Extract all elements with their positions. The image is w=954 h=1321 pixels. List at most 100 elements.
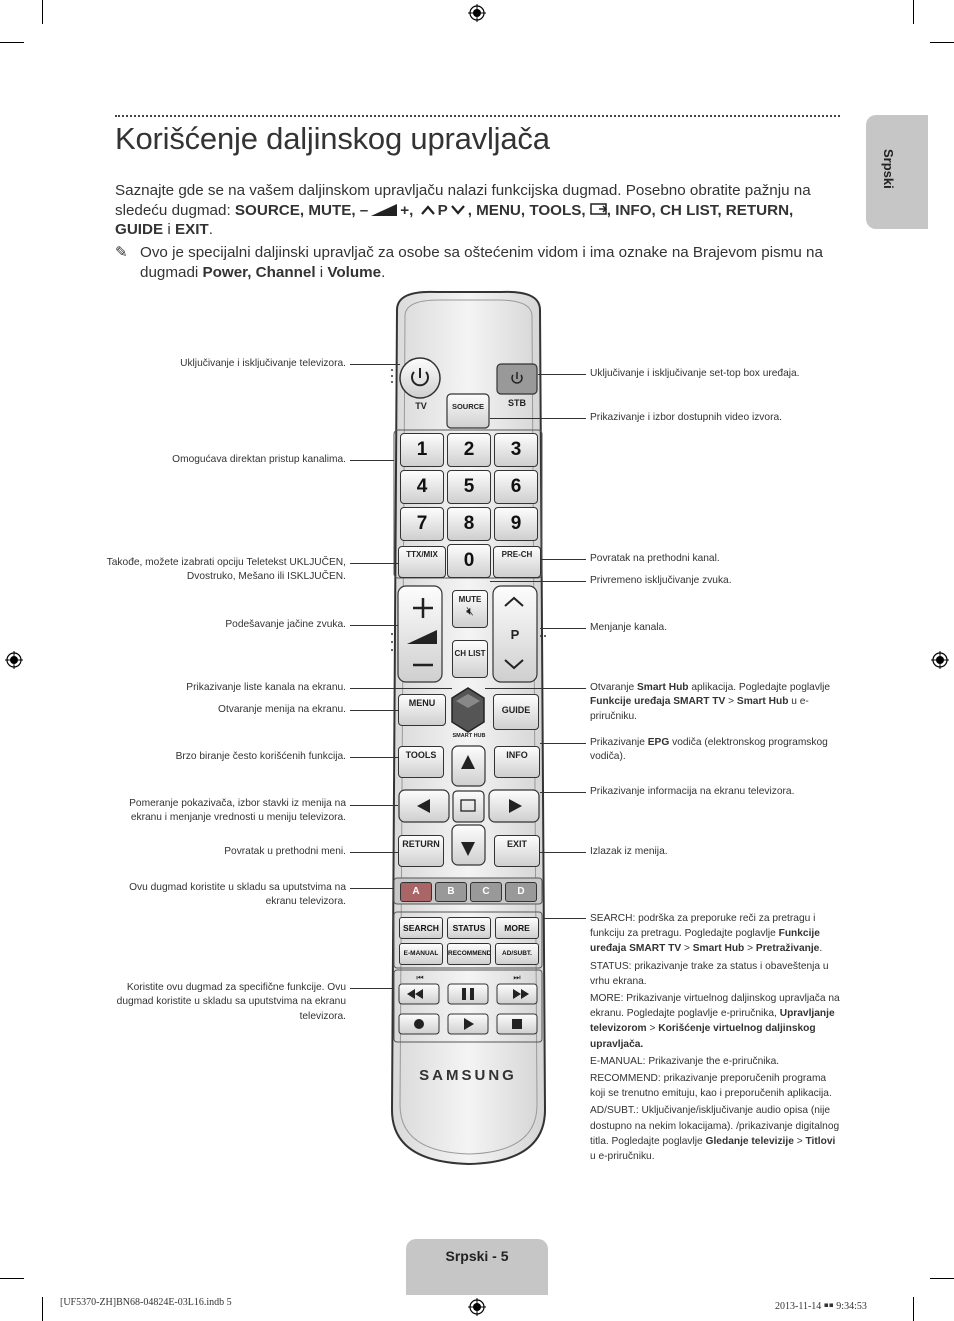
more-button: MORE (495, 917, 539, 939)
color-c-button: C (470, 882, 502, 902)
ch-list-button: CH LIST (452, 640, 488, 678)
tools-button: TOOLS (398, 746, 444, 778)
intro-buttons: , MENU, TOOLS, (467, 201, 590, 219)
note-text: . (381, 263, 386, 281)
crop-mark (0, 1278, 24, 1279)
channel-rocker (492, 585, 538, 683)
mute-button: MUTE🔇︎ (452, 590, 488, 628)
label-ch-list: Prikazivanje liste kanala na ekranu. (186, 682, 346, 693)
color-d-button: D (505, 882, 537, 902)
function-label: SEARCH (403, 923, 439, 933)
leader-line (350, 888, 394, 889)
tv-label: TV (415, 401, 427, 411)
function-label: MORE (504, 923, 530, 933)
leader-line (350, 852, 398, 853)
leader-line (540, 559, 586, 560)
color-b-button: B (435, 882, 467, 902)
digit-8-button: 8 (447, 507, 491, 541)
crop-mark (42, 1297, 43, 1321)
label-text: > (725, 696, 737, 708)
label-digits: Omogućava direktan pristup kanalima. (172, 454, 346, 465)
label-text: podrška za preporuke reči za pretragu i … (590, 913, 816, 940)
color-label: D (517, 886, 525, 897)
mute-icon: 🔇︎ (466, 604, 474, 618)
label-text: > (793, 1135, 806, 1147)
intro-buttons: SOURCE, MUTE, (234, 201, 360, 219)
volume-symbol-icon: –+ (359, 201, 410, 219)
label-text: Uključivanje/isključivanje audio opisa (… (590, 1105, 840, 1147)
label-text: Prikazivanje the e-priručnika. (645, 1055, 780, 1067)
menu-label: MENU (408, 698, 436, 708)
label-menu: Otvaranje menija na ekranu. (218, 704, 346, 715)
label-tools: Brzo biranje često korišćenih funkcija. (175, 751, 346, 762)
label-text: RECOMMEND: (590, 1073, 661, 1085)
return-button: RETURN (398, 835, 444, 867)
return-label: RETURN (402, 839, 440, 849)
label-text: Otvaranje (590, 682, 637, 693)
crop-mark (913, 0, 914, 24)
source-button (446, 393, 490, 429)
footer-timestamp: 2013-11-14 ￭￭ 9:34:53 (775, 1301, 867, 1312)
label-stb: Uključivanje i isključivanje set-top box… (590, 368, 800, 379)
page-title: Korišćenje daljinskog upravljača (115, 121, 550, 156)
crop-mark (42, 0, 43, 24)
label-info: Prikazivanje informacija na ekranu telev… (590, 786, 795, 797)
digit-label: 8 (463, 513, 475, 534)
channel-p-label: P (510, 627, 520, 642)
svg-text:⏭: ⏭ (513, 973, 520, 982)
leader-line (350, 460, 394, 461)
title-rule (115, 115, 840, 117)
leader-line (540, 743, 586, 744)
exit-label: EXIT (506, 839, 527, 849)
label-text: SEARCH: (590, 913, 636, 924)
color-label: B (447, 886, 455, 897)
label-text: Prikazivanje (590, 737, 648, 748)
label-text: AD/SUBT.: (590, 1105, 639, 1117)
leader-line (350, 625, 398, 626)
smart-hub-label: SMART HUB (452, 733, 486, 739)
label-channel: Menjanje kanala. (590, 622, 668, 633)
digit-3-button: 3 (494, 433, 538, 467)
channel-down-icon (448, 202, 468, 219)
intro-buttons: EXIT (174, 221, 209, 239)
label-exit: Izlazak iz menija. (590, 846, 668, 857)
info-button: INFO (494, 746, 540, 778)
intro-buttons: , (409, 201, 418, 219)
registration-mark-icon (468, 1298, 486, 1316)
label-text: prikazivanje preporučenih programa koji … (590, 1073, 832, 1100)
prech-label: PRE-CH (501, 550, 533, 559)
mute-label: MUTE (458, 595, 482, 604)
label-bold: Funkcije uređaja SMART TV (590, 696, 726, 708)
leader-line (350, 757, 398, 758)
color-label: C (482, 886, 490, 897)
label-text: MORE: (590, 993, 624, 1005)
note-text: i (315, 263, 328, 281)
label-bold: Korišćenje virtuelnog daljinskog upravlj… (590, 1023, 816, 1050)
label-status: STATUS: prikazivanje trake za status i o… (590, 959, 842, 989)
adsubt-button: AD/SUBT. (495, 943, 539, 965)
note-pencil-icon: ✎ (115, 244, 128, 261)
digit-0-button: 0 (447, 544, 491, 578)
color-label: A (412, 886, 420, 897)
label-text: > (744, 943, 756, 955)
source-label: SOURCE (451, 402, 485, 411)
leader-line (350, 710, 398, 711)
label-text: > (681, 943, 693, 955)
leader-line (538, 374, 586, 375)
crop-mark (0, 42, 24, 43)
digit-label: 1 (416, 439, 428, 460)
label-teletext: Takođe, možete izabrati opciju Teletekst… (106, 557, 346, 583)
function-label: AD/SUBT. (502, 950, 532, 957)
label-guide: Prikazivanje EPG vodiča (elektronskog pr… (590, 736, 842, 765)
page-number-tab: Srpski - 5 (406, 1239, 548, 1295)
note-text: Ovo je specijalni daljinski upravljač za… (140, 244, 823, 281)
label-more: MORE: Prikazivanje virtuelnog daljinskog… (590, 991, 842, 1052)
leader-line (350, 988, 394, 989)
crop-mark (930, 42, 954, 43)
label-tv-power: Uključivanje i isključivanje televizora. (180, 358, 346, 369)
label-return: Povratak u prethodni meni. (224, 846, 346, 857)
label-text: u e-priručniku. (590, 696, 809, 722)
leader-line (350, 563, 398, 564)
emanual-button: E-MANUAL (399, 943, 443, 965)
channel-symbol-icon (418, 202, 438, 219)
